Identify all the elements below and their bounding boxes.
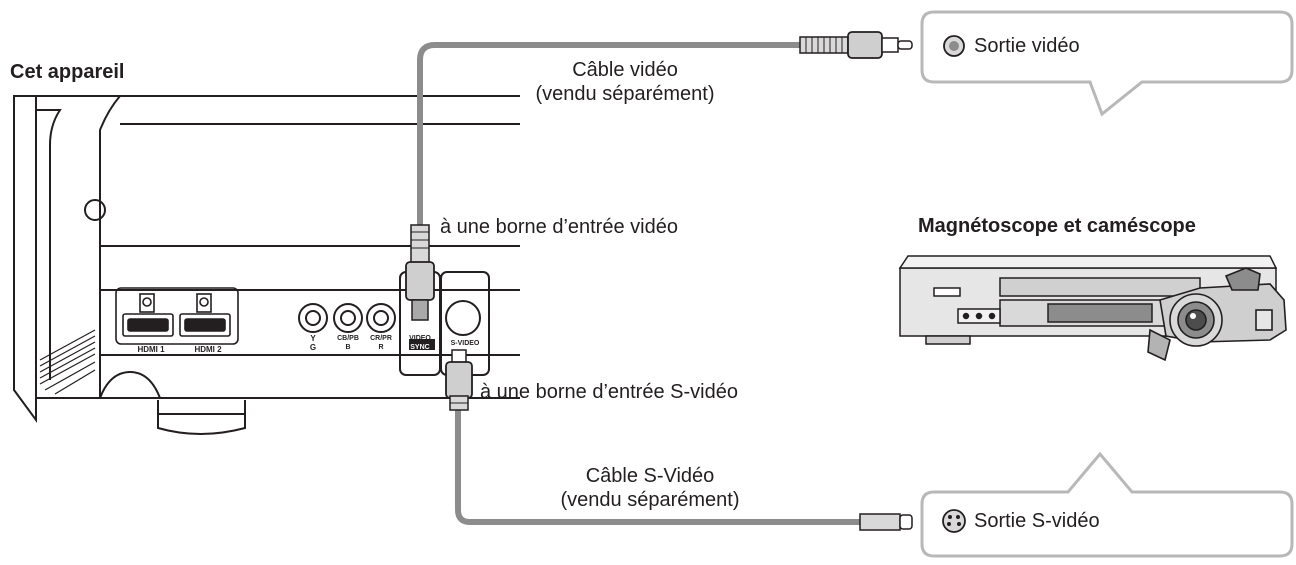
hdmi-panel: [115, 287, 239, 345]
callout-video-out-text: Sortie vidéo: [974, 35, 1080, 57]
cb-label-bot: B: [345, 344, 351, 351]
vent-grille: [39, 329, 96, 395]
svideo-cable-label: Câble S-Vidéo (vendu séparément): [550, 464, 750, 512]
svideo-port-label: S-VIDEO: [450, 340, 480, 347]
callout-svideo-out: [920, 451, 1294, 558]
component-jacks: [298, 303, 396, 333]
y-label-bot: G: [309, 343, 317, 352]
hdmi1-label: HDMI 1: [137, 345, 165, 354]
svideo-jack-icon: [942, 509, 966, 533]
camcorder-icon: [1147, 267, 1287, 362]
video-jack-icon: [943, 35, 965, 57]
cb-label: CB/PB B: [333, 334, 363, 352]
callout-svideo-out-text: Sortie S-vidéo: [974, 510, 1100, 532]
video-cable-line1: Câble vidéo: [572, 59, 678, 81]
hdmi2-label: HDMI 2: [194, 345, 222, 354]
y-label: Y G: [298, 334, 328, 352]
cb-label-top: CB/PB: [337, 335, 359, 342]
video-cable: [405, 31, 913, 321]
cr-label-top: CR/PR: [370, 335, 392, 342]
callout-video-out: [920, 10, 1294, 117]
device-title: Cet appareil: [10, 61, 125, 83]
svideo-cable-line2: (vendu séparément): [560, 489, 740, 511]
cr-label: CR/PR R: [366, 334, 396, 352]
svideo-input-label: à une borne d’entrée S-vidéo: [480, 381, 738, 403]
projector-unit: [13, 95, 520, 435]
video-input-label: à une borne d’entrée vidéo: [440, 216, 678, 238]
y-label-top: Y: [310, 334, 316, 343]
video-port-label: VIDEO SYNC: [402, 334, 438, 352]
cr-label-bot: R: [378, 344, 384, 351]
vcr-title: Magnétoscope et caméscope: [918, 215, 1196, 237]
svideo-cable-line1: Câble S-Vidéo: [585, 465, 715, 487]
video-cable-line2: (vendu séparément): [535, 83, 715, 105]
video-port-top: VIDEO: [409, 335, 431, 342]
svideo-cable: [445, 349, 913, 531]
video-port-bot: SYNC: [410, 344, 430, 351]
video-cable-label: Câble vidéo (vendu séparément): [535, 58, 715, 106]
